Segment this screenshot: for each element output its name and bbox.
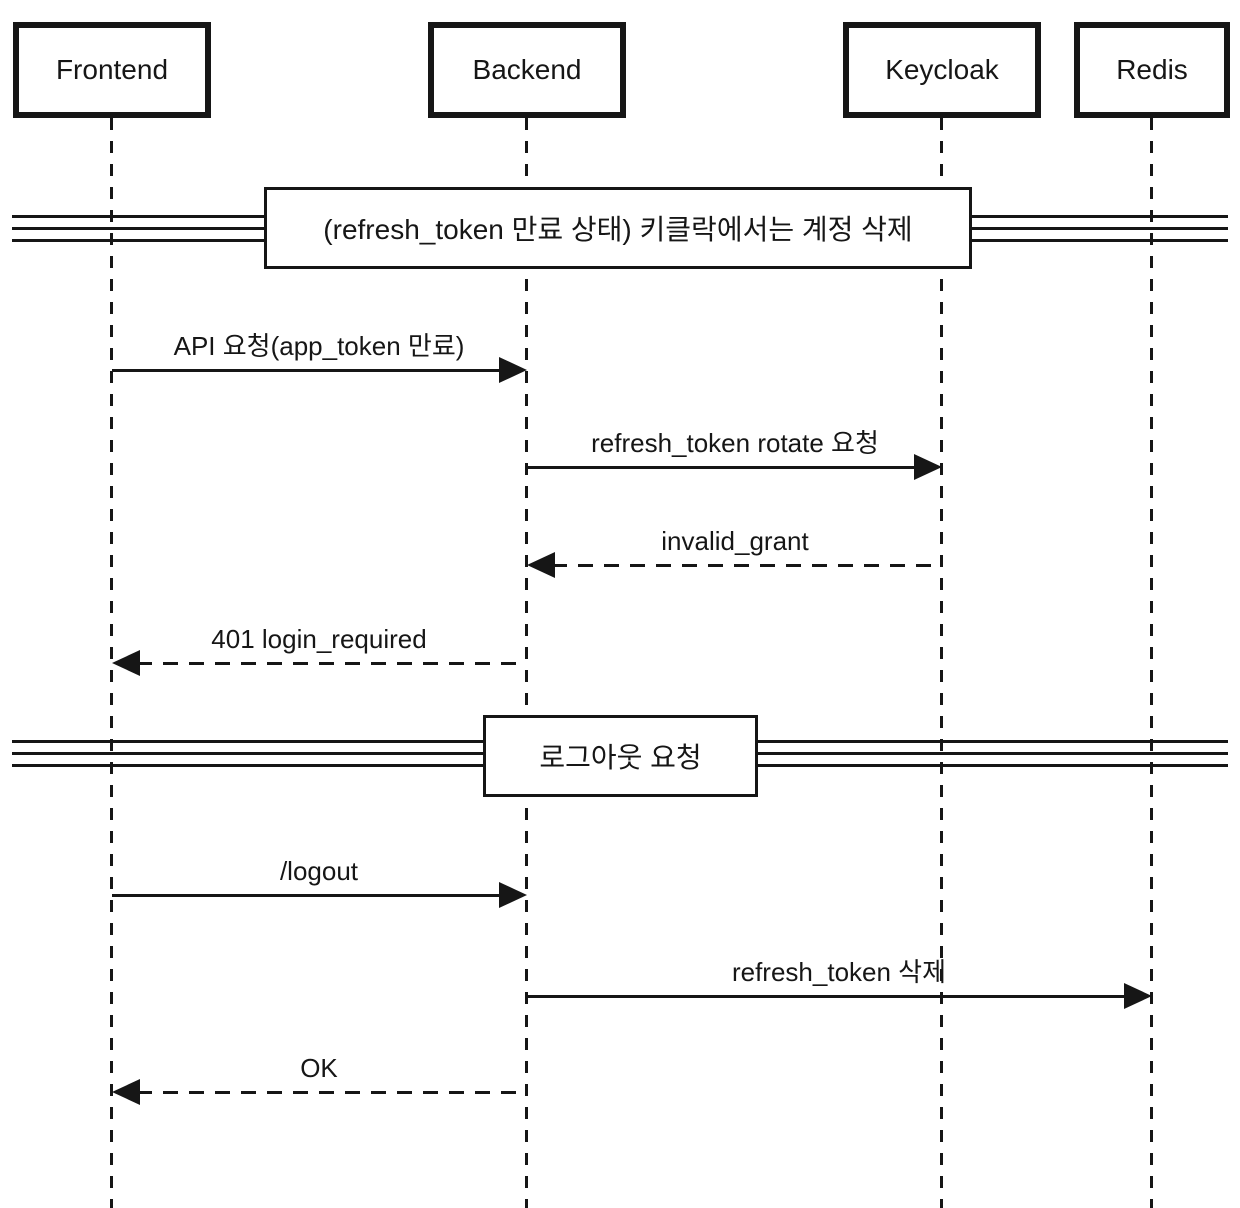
message-5-arrowhead-icon [499, 882, 527, 908]
message-7-line [137, 1091, 527, 1094]
participant-box-backend: Backend [428, 22, 626, 118]
lifeline-frontend [110, 118, 113, 1208]
message-2-line [527, 466, 917, 469]
message-2-arrowhead-icon [914, 454, 942, 480]
message-5-label: /logout [279, 856, 359, 886]
lifeline-keycloak [940, 118, 943, 1208]
message-3-arrowhead-icon [527, 552, 555, 578]
divider-1-box: (refresh_token 만료 상태) 키클락에서는 계정 삭제 [264, 187, 972, 269]
message-4-label: 401 login_required [211, 624, 427, 654]
message-7-arrowhead-icon [112, 1079, 140, 1105]
message-3-label: invalid_grant [661, 526, 809, 556]
message-7-label: OK [300, 1053, 338, 1083]
lifeline-redis [1150, 118, 1153, 1208]
message-3-line [552, 564, 942, 567]
message-4-line [137, 662, 527, 665]
message-1-label: API 요청(app_token 만료) [173, 331, 465, 361]
message-2-label: refresh_token rotate 요청 [591, 428, 879, 458]
participant-box-redis: Redis [1074, 22, 1230, 118]
message-4-arrowhead-icon [112, 650, 140, 676]
participant-label-backend: Backend [472, 54, 582, 85]
message-6-label: refresh_token 삭제 [731, 957, 947, 987]
participant-label-keycloak: Keycloak [885, 54, 999, 85]
participant-label-frontend: Frontend [55, 54, 169, 85]
message-6-line [527, 995, 1127, 998]
message-1-line [112, 369, 502, 372]
message-1-arrowhead-icon [499, 357, 527, 383]
participant-box-keycloak: Keycloak [843, 22, 1041, 118]
participant-box-frontend: Frontend [13, 22, 211, 118]
message-6-arrowhead-icon [1124, 983, 1152, 1009]
participant-label-redis: Redis [1116, 54, 1188, 85]
divider-1-label: (refresh_token 만료 상태) 키클락에서는 계정 삭제 [323, 214, 913, 245]
message-5-line [112, 894, 502, 897]
divider-2-box: 로그아웃 요청 [483, 715, 758, 797]
divider-2-label: 로그아웃 요청 [539, 742, 702, 773]
